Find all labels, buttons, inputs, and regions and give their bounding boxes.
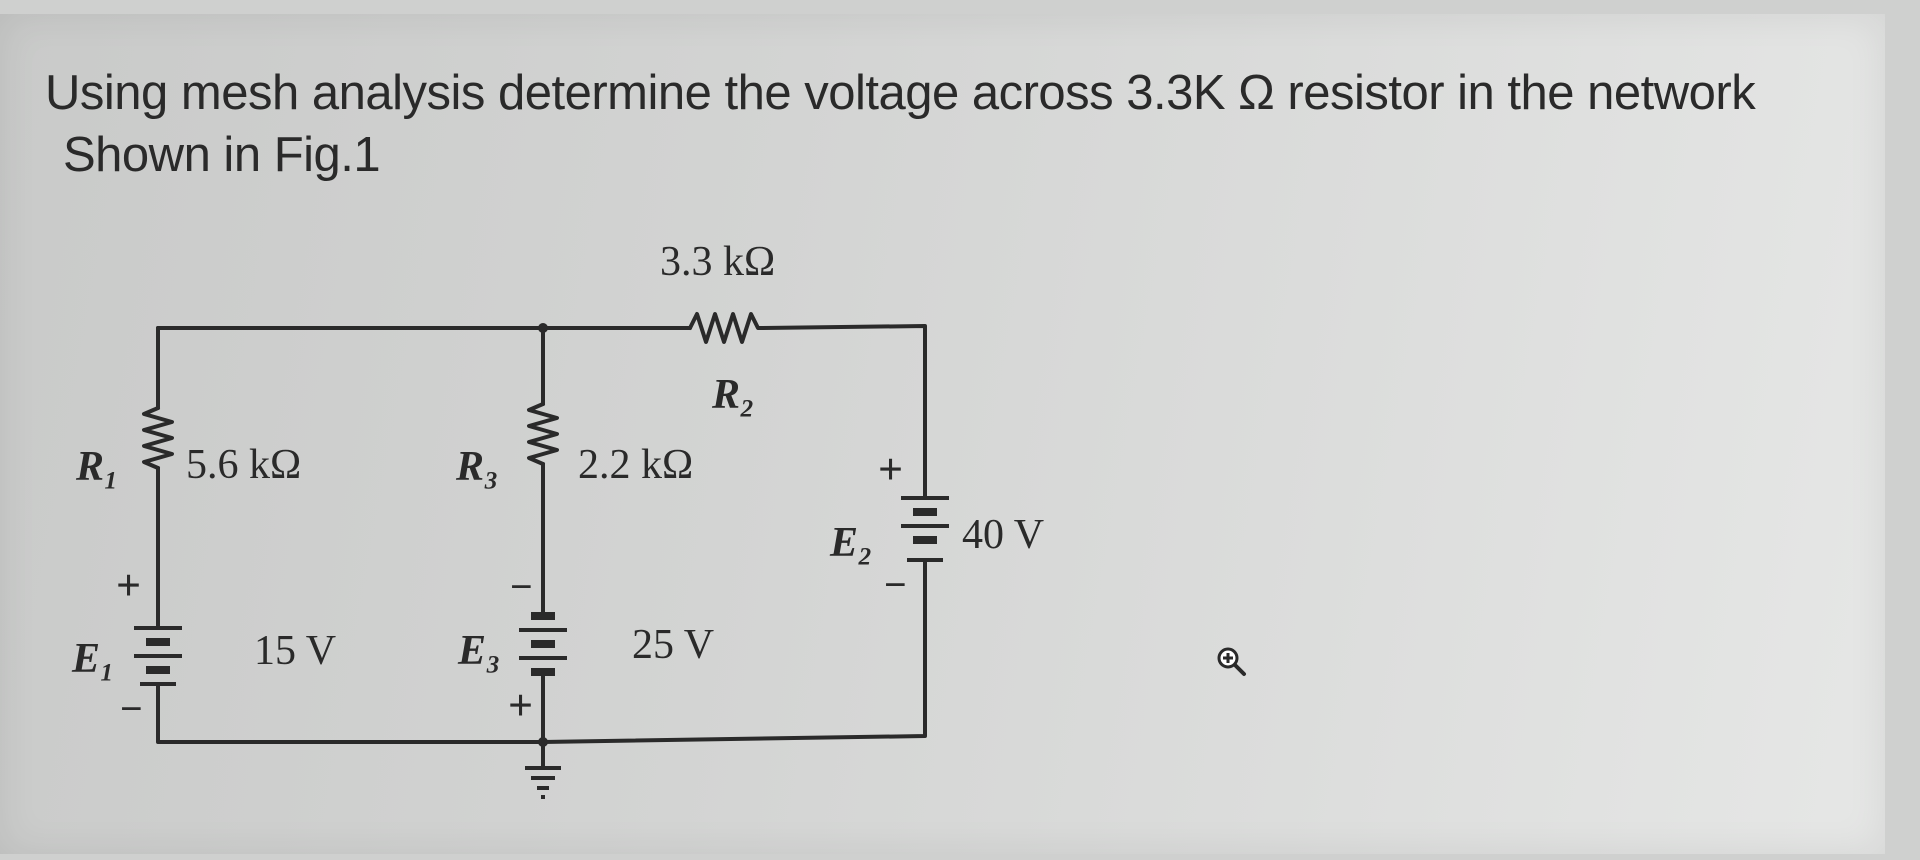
ground-symbol <box>525 766 561 799</box>
battery-e3 <box>519 612 567 676</box>
r2-value-label: 3.3 kΩ <box>660 239 775 285</box>
resistor-r1 <box>142 406 174 470</box>
e3-name-label: E₃ <box>457 628 501 674</box>
e1-plus-sign: + <box>116 561 141 610</box>
junction-top <box>538 323 548 333</box>
wire-right-lower <box>541 558 927 744</box>
r1-name-label: R₁ <box>75 444 119 490</box>
r1-value-label: 5.6 kΩ <box>186 442 301 488</box>
zoom-in-icon[interactable] <box>1214 644 1248 678</box>
question-line-1: Using mesh analysis determine the voltag… <box>45 66 1756 120</box>
e2-plus-sign: + <box>878 445 903 494</box>
junction-bottom <box>538 737 548 747</box>
r3-value-label: 2.2 kΩ <box>578 442 693 488</box>
resistor-r2 <box>688 312 765 344</box>
e1-minus-sign: − <box>120 686 143 731</box>
wire-top-right <box>541 324 927 500</box>
photo-background <box>0 14 1885 854</box>
e3-minus-sign: − <box>510 564 533 609</box>
r3-name-label: R₃ <box>455 444 499 490</box>
wire-left-lower <box>156 682 545 744</box>
e1-value-label: 15 V <box>254 628 336 674</box>
resistor-r3 <box>527 402 559 466</box>
question-line-2: Shown in Fig.1 <box>63 128 381 182</box>
e1-name-label: E₁ <box>71 636 115 682</box>
battery-e1 <box>134 626 182 686</box>
e2-minus-sign: − <box>884 562 907 607</box>
battery-e2 <box>901 496 949 562</box>
e2-value-label: 40 V <box>962 512 1044 558</box>
question-text: Using mesh analysis determine the voltag… <box>45 62 1825 186</box>
e3-plus-sign: + <box>508 681 533 730</box>
e3-value-label: 25 V <box>632 622 714 668</box>
e2-name-label: E₂ <box>829 520 873 566</box>
r2-name-label: R₂ <box>711 372 755 418</box>
